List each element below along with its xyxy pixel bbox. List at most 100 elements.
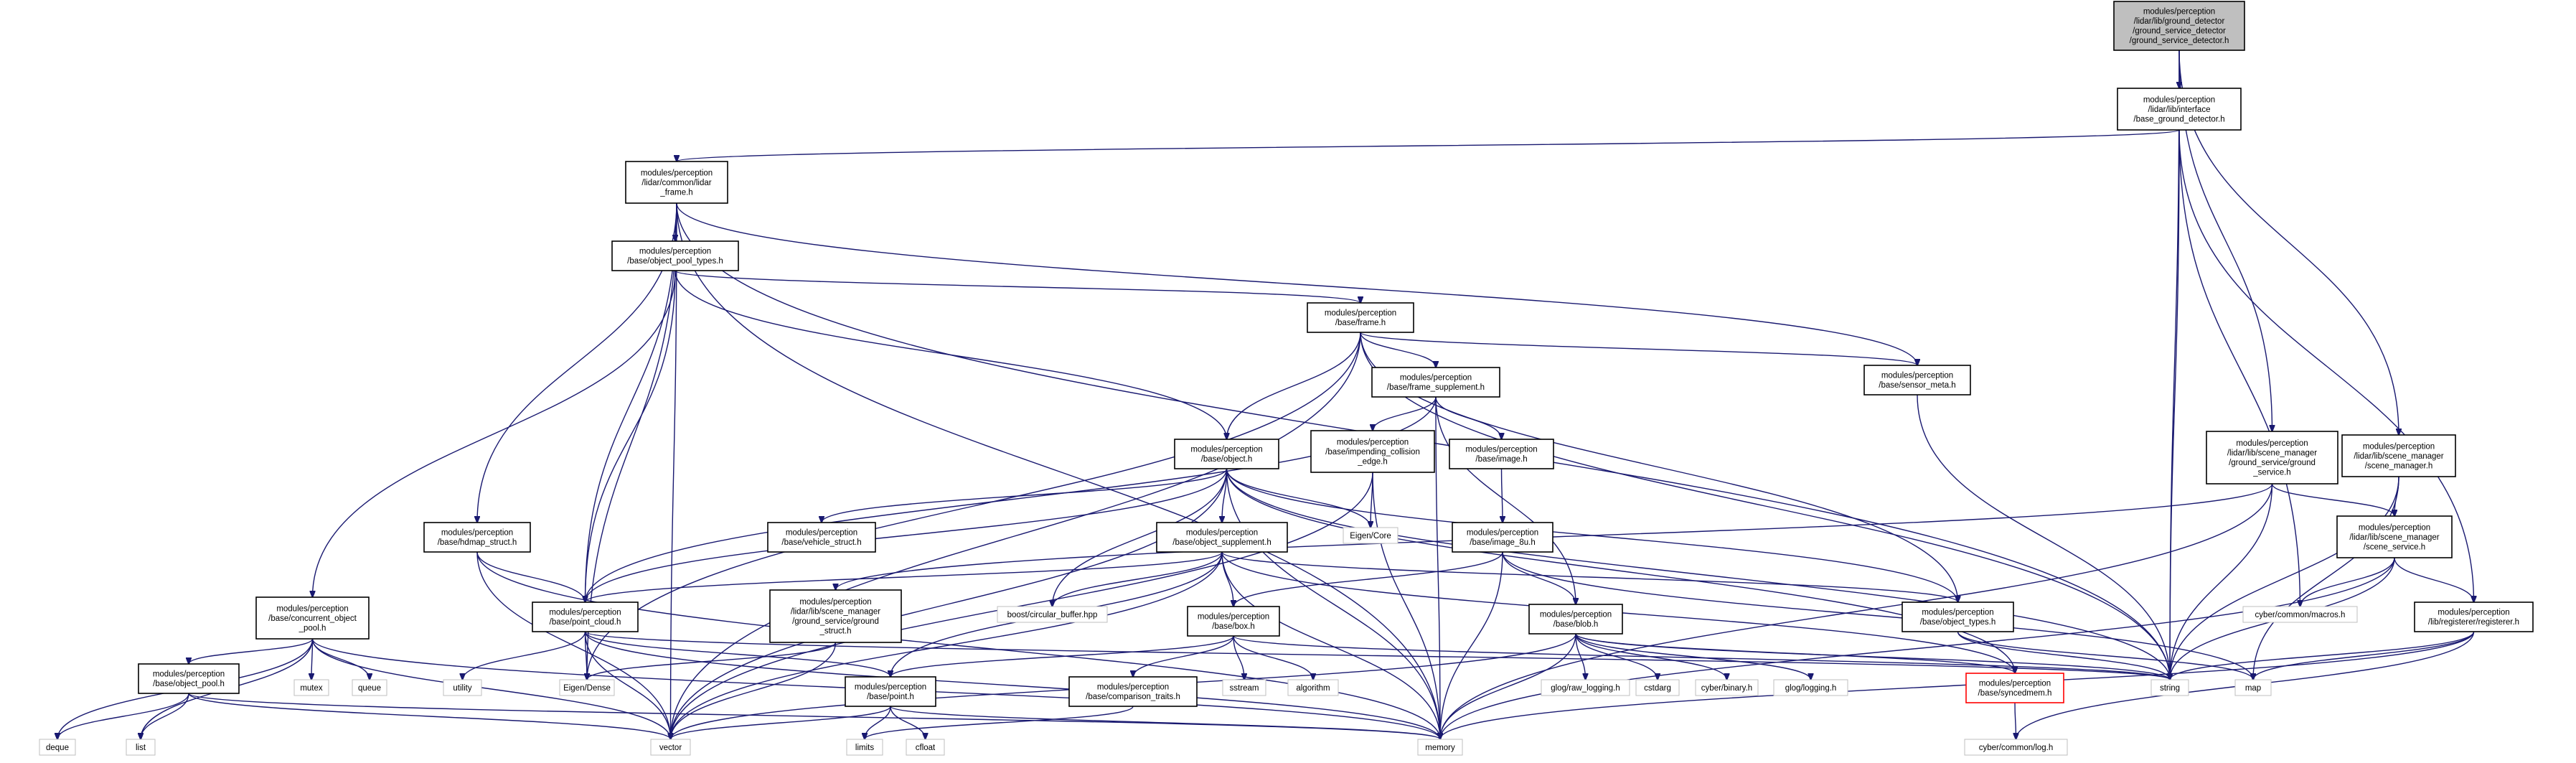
- node-eigen-dense[interactable]: Eigen/Dense: [559, 679, 615, 696]
- edge-syncedmem-to-cyber_log: [2015, 702, 2016, 739]
- node-box: [2206, 431, 2338, 485]
- node-label-line: Eigen/Dense: [563, 684, 611, 693]
- node-label-line: modules/perception: [786, 529, 857, 538]
- edge-scene_service-to-cyber_macros: [2300, 557, 2395, 607]
- node-list[interactable]: list: [126, 739, 156, 756]
- node-deque[interactable]: deque: [39, 739, 76, 756]
- node-algorithm[interactable]: algorithm: [1287, 679, 1339, 696]
- edge-root-to-string: [2170, 50, 2180, 680]
- edge-object_supplement-to-boost_circular_buffer: [1053, 551, 1223, 607]
- edge-frame_supplement-to-impending_collision_edge: [1373, 396, 1437, 431]
- edge-object_pool-to-deque: [57, 693, 189, 739]
- node-object-pool[interactable]: modules/perception/base/object_pool.h: [138, 663, 240, 694]
- edge-scene_service-to-registerer: [2394, 557, 2474, 602]
- node-ground-service[interactable]: modules/perception/lidar/lib/scene_manag…: [2206, 431, 2338, 485]
- edge-object-to-point_cloud: [586, 468, 1228, 602]
- node-lidar-frame[interactable]: modules/perception/lidar/common/lidar_fr…: [625, 161, 728, 204]
- node-label-line: modules/perception: [276, 604, 348, 613]
- node-label-line: modules/perception: [1186, 529, 1258, 538]
- node-object-types[interactable]: modules/perception/base/object_types.h: [1902, 601, 2014, 632]
- node-utility[interactable]: utility: [443, 679, 482, 696]
- edge-registerer-to-map: [2253, 631, 2475, 680]
- edge-registerer-to-string: [2170, 631, 2475, 680]
- node-label-line: /base/vehicle_struct.h: [781, 538, 861, 547]
- node-boost-circular-buffer[interactable]: boost/circular_buffer.hpp: [997, 606, 1108, 623]
- node-eigen-core[interactable]: Eigen/Core: [1343, 527, 1399, 544]
- node-queue[interactable]: queue: [352, 679, 387, 696]
- node-glog-logging[interactable]: glog/logging.h: [1773, 679, 1848, 696]
- edge-image-to-image_8u: [1502, 468, 1503, 523]
- node-box: [559, 679, 615, 696]
- node-cyber-log[interactable]: cyber/common/log.h: [1964, 739, 2068, 756]
- node-impending-collision-edge[interactable]: modules/perception/base/impending_collis…: [1310, 430, 1435, 473]
- node-label-line: modules/perception: [639, 248, 711, 256]
- edge-frame_supplement-to-point_cloud: [586, 396, 1437, 602]
- edge-frame-to-string: [1360, 332, 2170, 680]
- node-label-line: /lidar/lib/scene_manager: [791, 608, 880, 617]
- node-label-line: cyber/binary.h: [1701, 684, 1752, 693]
- node-syncedmem[interactable]: modules/perception/base/syncedmem.h: [1965, 673, 2064, 703]
- node-cfloat[interactable]: cfloat: [906, 739, 945, 756]
- node-hdmap-struct[interactable]: modules/perception/base/hdmap_struct.h: [423, 522, 531, 553]
- node-scene-service[interactable]: modules/perception/lidar/lib/scene_manag…: [2336, 515, 2453, 558]
- node-scene-manager[interactable]: modules/perception/lidar/lib/scene_manag…: [2341, 434, 2456, 477]
- edge-object_supplement-to-memory: [1221, 551, 1440, 739]
- node-sensor-meta[interactable]: modules/perception/base/sensor_meta.h: [1863, 365, 1971, 395]
- node-registerer[interactable]: modules/perception/lib/registerer/regist…: [2414, 601, 2534, 632]
- node-label-line: /base_ground_detector.h: [2133, 115, 2224, 123]
- node-memory[interactable]: memory: [1417, 739, 1463, 756]
- node-frame-supplement[interactable]: modules/perception/base/frame_supplement…: [1371, 367, 1500, 398]
- node-box: [39, 739, 76, 756]
- node-limits[interactable]: limits: [846, 739, 883, 756]
- node-label-line: sstream: [1230, 684, 1259, 693]
- node-object-pool-types[interactable]: modules/perception/base/object_pool_type…: [611, 240, 739, 271]
- edge-object-to-vehicle_struct: [822, 468, 1228, 523]
- node-root[interactable]: modules/perception/lidar/lib/ground_dete…: [2113, 1, 2245, 51]
- node-box: [532, 601, 639, 632]
- node-label-line: /lib/registerer/registerer.h: [2428, 618, 2519, 627]
- node-object-supplement[interactable]: modules/perception/base/object_supplemen…: [1156, 522, 1288, 553]
- node-cstdarg[interactable]: cstdarg: [1635, 679, 1680, 696]
- node-concurrent-object-pool[interactable]: modules/perception/base/concurrent_objec…: [255, 596, 370, 640]
- node-box: [2414, 601, 2534, 632]
- node-vehicle-struct[interactable]: modules/perception/base/vehicle_struct.h: [767, 522, 876, 553]
- node-box[interactable]: modules/perception/base/box.h: [1187, 606, 1280, 637]
- edge-object_supplement-to-point_cloud: [586, 551, 1223, 602]
- nodes: modules/perception/lidar/lib/ground_dete…: [39, 1, 2534, 756]
- node-label-line: /lidar/lib/scene_manager: [2354, 452, 2443, 461]
- node-image[interactable]: modules/perception/base/image.h: [1449, 439, 1554, 469]
- node-frame[interactable]: modules/perception/base/frame.h: [1307, 302, 1414, 333]
- node-cyber-binary[interactable]: cyber/binary.h: [1695, 679, 1759, 696]
- node-map[interactable]: map: [2234, 679, 2272, 696]
- node-box: [906, 739, 945, 756]
- edge-object_pool_types-to-frame: [674, 270, 1360, 303]
- node-base-ground-detector[interactable]: modules/perception/lidar/lib/interface/b…: [2117, 88, 2242, 131]
- node-image-8u[interactable]: modules/perception/base/image_8u.h: [1452, 522, 1553, 553]
- node-point[interactable]: modules/perception/base/point.h: [845, 676, 936, 707]
- node-glog-raw-logging[interactable]: glog/raw_logging.h: [1541, 679, 1630, 696]
- node-string[interactable]: string: [2150, 679, 2189, 696]
- edge-frame_supplement-to-blob: [1435, 396, 1576, 604]
- node-label-line: /base/sensor_meta.h: [1879, 381, 1955, 390]
- edge-scene_service-to-memory: [1440, 557, 2395, 739]
- node-mutex[interactable]: mutex: [293, 679, 329, 696]
- edge-impending_collision_edge-to-memory: [1372, 472, 1440, 739]
- node-label-line: /ground_service/ground: [792, 617, 879, 626]
- node-blob[interactable]: modules/perception/base/blob.h: [1528, 604, 1623, 635]
- node-box: [255, 596, 370, 640]
- node-point-cloud[interactable]: modules/perception/base/point_cloud.h: [532, 601, 639, 632]
- node-cyber-macros[interactable]: cyber/common/macros.h: [2242, 606, 2358, 623]
- node-object[interactable]: modules/perception/base/object.h: [1174, 439, 1279, 469]
- node-box: [769, 589, 902, 643]
- node-comparison-traits[interactable]: modules/perception/base/comparison_trait…: [1068, 676, 1198, 707]
- node-label-line: modules/perception: [1979, 680, 2051, 688]
- node-label-line: /base/blob.h: [1553, 620, 1599, 629]
- node-vector[interactable]: vector: [650, 739, 691, 756]
- node-sstream[interactable]: sstream: [1222, 679, 1266, 696]
- edge-box-to-sstream: [1233, 635, 1244, 680]
- node-label-line: string: [2160, 684, 2180, 693]
- node-label-line: modules/perception: [2363, 442, 2435, 451]
- node-ground-struct[interactable]: modules/perception/lidar/lib/scene_manag…: [769, 589, 902, 643]
- edge-base_ground_detector-to-string: [2170, 129, 2180, 680]
- edge-point_cloud-to-memory: [584, 631, 1441, 739]
